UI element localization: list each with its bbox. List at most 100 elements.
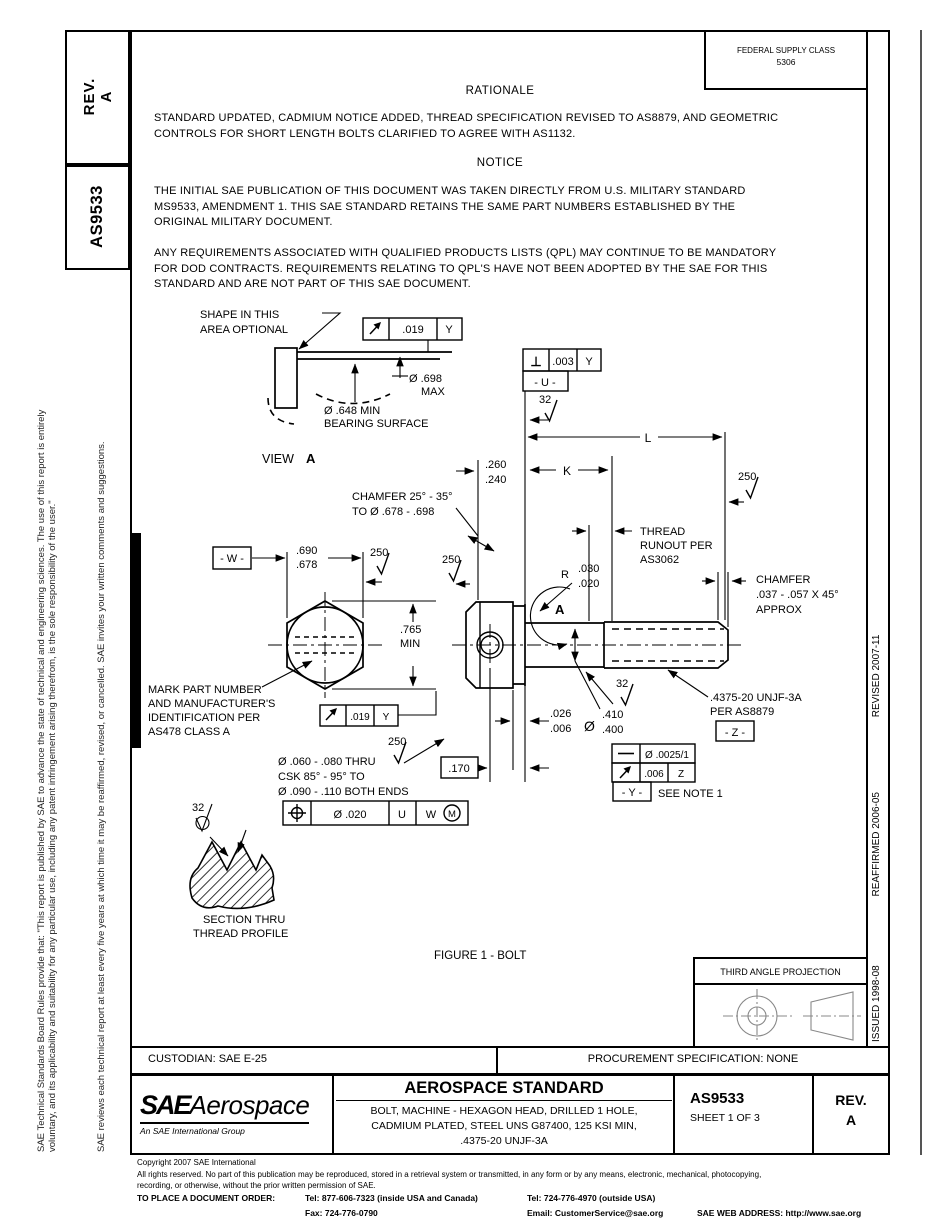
section-label-2: THREAD PROFILE [193, 928, 288, 940]
fcf-hex-datum: Y [383, 712, 390, 723]
straightness-value: Ø .0025/1 [645, 750, 689, 761]
disclaimer-line-2: voluntary, and its applicability and sui… [47, 500, 58, 1152]
phone-inside-usa: Tel: 877-606-7323 (inside USA and Canada… [305, 1193, 478, 1203]
disclaimer-line-1: SAE Technical Standards Board Rules prov… [36, 409, 47, 1152]
mark-note-3: IDENTIFICATION PER [148, 712, 260, 724]
perpendicularity-symbol: ⊥ [530, 354, 541, 369]
hole-note-2: CSK 85° - 95° TO [278, 771, 365, 783]
finish-32-shank: 32 [616, 678, 628, 690]
mark-note-2: AND MANUFACTURER'S [148, 698, 275, 710]
mark-note-1: MARK PART NUMBER [148, 684, 262, 696]
hex-head-view: .690 .678 - W - 250 .765 MIN .019 [148, 545, 437, 738]
phone-outside-usa: Tel: 724-776-4970 (outside USA) [527, 1193, 656, 1203]
fcf-value: .019 [402, 324, 423, 336]
dim-765-min: MIN [400, 638, 420, 650]
hole-note-3: Ø .090 - .110 BOTH ENDS [278, 786, 409, 798]
mmc-modifier: M [448, 809, 456, 820]
doc-number-box: AS9533 [65, 165, 130, 270]
datum-y: - Y - [622, 787, 643, 799]
figure-1-bolt-drawing: .019 Y SHAPE IN THIS AREA OPTIONAL Ø .69… [148, 309, 839, 962]
hole-note-and-thread-section: Ø .060 - .080 THRU CSK 85° - 95° TO Ø .0… [189, 736, 469, 940]
chamfer-head-1: CHAMFER 25° - 35° [352, 491, 453, 503]
change-bar [130, 533, 141, 748]
left-disclaimer-text: SAE Technical Standards Board Rules prov… [36, 410, 58, 1152]
rationale-paragraph: STANDARD UPDATED, CADMIUM NOTICE ADDED, … [154, 112, 779, 140]
dim-006: .006 [550, 723, 571, 735]
datum-u: - U - [534, 377, 556, 389]
copyright-text: Copyright 2007 SAE International All rig… [137, 1158, 762, 1190]
notice-heading: NOTICE [476, 157, 524, 169]
titleblock-sheet: SHEET 1 OF 3 [690, 1112, 760, 1124]
thread-runout-2: RUNOUT PER [640, 540, 713, 552]
runout-006-datum: Z [678, 769, 684, 780]
thread-spec-2: PER AS8879 [710, 706, 774, 718]
position-value: Ø .020 [333, 809, 366, 821]
titleblock-rev-label: REV. [835, 1092, 867, 1108]
dim-410: .410 [602, 709, 623, 721]
shape-note-line1: SHAPE IN THIS [200, 309, 279, 321]
fcf-runout-view-a: .019 Y [362, 317, 463, 352]
email-address: Email: CustomerService@sae.org [527, 1208, 664, 1218]
procurement-label: PROCUREMENT SPECIFICATION: NONE [587, 1053, 799, 1065]
finish-250-hex: 250 [370, 547, 388, 559]
fcf-straightness-stack: Ø .0025/1 .006 Z - Y - SEE NOTE 1 [611, 743, 723, 802]
sae-logo-aerospace: Aerospace [189, 1090, 310, 1120]
row-divider-bottom [130, 1073, 890, 1076]
chamfer-head-2: TO Ø .678 - .698 [352, 506, 434, 518]
dia-648: Ø .648 MIN [324, 405, 380, 417]
chamfer-end-2: .037 - .057 X 45° [756, 589, 839, 601]
dia-410-symbol: Ø [584, 718, 595, 734]
web-address: SAE WEB ADDRESS: http://www.sae.org [697, 1208, 862, 1218]
finish-250-hole: 250 [388, 736, 406, 748]
third-angle-projection-box: THIRD ANGLE PROJECTION [693, 957, 868, 1048]
thread-profile-section [189, 840, 275, 910]
finish-32-thread: 32 [192, 802, 204, 814]
titleblock-divider-2 [673, 1075, 675, 1155]
titleblock-divider-3 [812, 1075, 814, 1155]
dim-170: .170 [448, 763, 469, 775]
view-a-detail: .019 Y SHAPE IN THIS AREA OPTIONAL Ø .69… [200, 309, 463, 466]
datum-w: - W - [220, 553, 244, 565]
finish-250-end: 250 [738, 471, 756, 483]
fillet-020: .020 [578, 578, 599, 590]
rev-label: REV. [80, 77, 98, 116]
fax-number: Fax: 724-776-0790 [305, 1208, 378, 1218]
thread-runout-3: AS3062 [640, 554, 679, 566]
rev-value: A [97, 90, 115, 103]
fsc-value: 5306 [776, 57, 796, 67]
chamfer-end-3: APPROX [756, 604, 803, 616]
notice-paragraph-2: ANY REQUIREMENTS ASSOCIATED WITH QUALIFI… [154, 247, 777, 291]
section-label-1: SECTION THRU [203, 914, 285, 926]
row-divider-top [130, 1046, 890, 1048]
bearing-surface-label: BEARING SURFACE [324, 418, 429, 430]
dim-765: .765 [400, 624, 421, 636]
see-note-1: SEE NOTE 1 [658, 788, 723, 800]
fcf-perpendicularity: ⊥ .003 Y - U - [522, 348, 602, 392]
section-arrow-letter: A [555, 602, 565, 617]
custodian-label: CUSTODIAN: SAE E-25 [148, 1053, 267, 1065]
fcf-datum: Y [445, 324, 453, 336]
sae-logo-subtitle: An SAE International Group [140, 1126, 245, 1136]
hole-note-1: Ø .060 - .080 THRU [278, 756, 376, 768]
titleblock-rev-value: A [845, 1112, 857, 1128]
dim-L: L [645, 431, 652, 445]
order-label: TO PLACE A DOCUMENT ORDER: [137, 1193, 276, 1203]
doc-number: AS9533 [88, 185, 106, 248]
fcf-runout-hex: .019 Y [319, 691, 437, 727]
dim-026: .026 [550, 708, 571, 720]
dim-400: .400 [602, 724, 623, 736]
aerospace-standard-heading: AEROSPACE STANDARD [336, 1079, 672, 1101]
rev-box: REV. A [65, 30, 130, 165]
mark-note-4: AS478 CLASS A [148, 726, 231, 738]
view-a-letter: A [306, 451, 316, 466]
notice-paragraph-1: THE INITIAL SAE PUBLICATION OF THIS DOCU… [154, 185, 746, 229]
sae-logo: SAEAerospace An SAE International Group [140, 1090, 310, 1136]
titleblock-rev: REV. A [814, 1090, 888, 1130]
federal-supply-class-box: FEDERAL SUPPLY CLASS 5306 [704, 30, 868, 90]
dim-690: .690 [296, 545, 317, 557]
dia-698: Ø .698 [409, 373, 442, 385]
fcf-hex-value: .019 [350, 712, 370, 723]
rationale-heading: RATIONALE [465, 85, 535, 97]
shape-note-line2: AREA OPTIONAL [200, 324, 288, 336]
thread-runout-1: THREAD [640, 526, 685, 538]
